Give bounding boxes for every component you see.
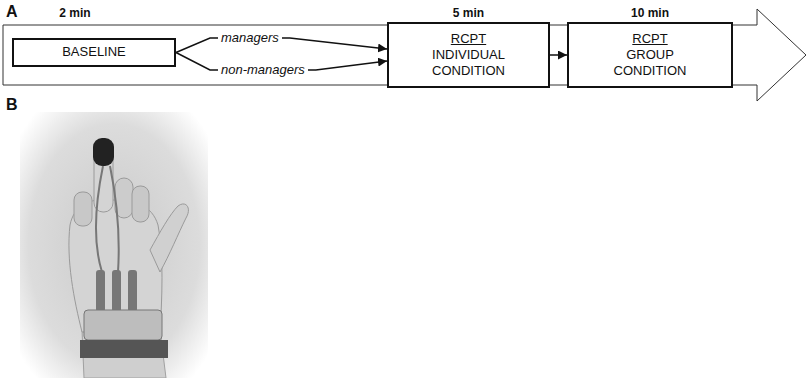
group-label: managers xyxy=(218,30,282,46)
box-text: RCPT xyxy=(632,31,667,47)
electrode xyxy=(96,270,105,312)
sensor-wire xyxy=(96,166,103,272)
process-box: 10 minRCPTGROUP CONDITION xyxy=(567,22,733,88)
hand-photo xyxy=(20,112,208,378)
box-text: BASELINE xyxy=(62,44,126,60)
timeline-block-arrow xyxy=(3,9,806,101)
sensor-wire xyxy=(110,166,119,272)
finger-cap xyxy=(93,138,114,166)
duration-label: 2 min xyxy=(0,6,155,21)
duration-label: 10 min xyxy=(569,6,731,21)
process-box: 5 minRCPTINDIVIDUAL CONDITION xyxy=(387,22,550,88)
process-box: 2 minBASELINE xyxy=(12,38,176,67)
box-text: GROUP CONDITION xyxy=(603,47,698,80)
box-text: RCPT xyxy=(451,31,486,47)
panel-letter: A xyxy=(6,3,18,21)
thumb xyxy=(150,204,188,272)
electrode xyxy=(128,270,137,312)
box-text: INDIVIDUAL CONDITION xyxy=(419,47,519,80)
electrode xyxy=(112,270,121,312)
panel-letter: B xyxy=(6,96,18,114)
photo-background xyxy=(20,112,208,378)
duration-label: 5 min xyxy=(389,6,548,21)
sensor-unit xyxy=(84,310,162,340)
wrist-strap xyxy=(80,340,168,358)
ring-finger xyxy=(132,186,149,222)
flow-arrow xyxy=(550,54,567,56)
little-finger xyxy=(74,192,92,226)
group-label: non-managers xyxy=(218,62,308,78)
